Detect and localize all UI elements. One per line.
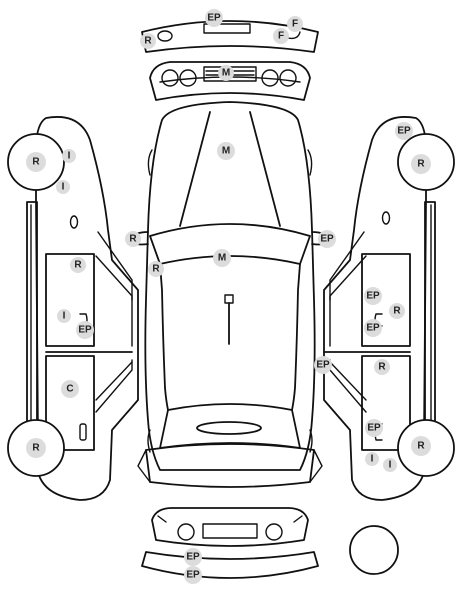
svg-text:R: R	[144, 36, 152, 47]
svg-text:R: R	[32, 157, 40, 168]
svg-text:I: I	[62, 182, 65, 193]
marker-right-rear-wheel-r: R	[411, 436, 431, 456]
svg-text:I: I	[68, 151, 71, 162]
marker-right-bpillar-ep: EP	[314, 356, 332, 374]
svg-text:F: F	[292, 19, 298, 30]
car-top-view	[127, 101, 333, 471]
svg-text:R: R	[417, 159, 425, 170]
svg-text:EP: EP	[207, 13, 221, 24]
svg-text:I: I	[63, 311, 66, 322]
marker-left-front-door-ep: EP	[76, 321, 94, 339]
marker-right-front-door-ep2: EP	[364, 319, 382, 337]
rear-view	[151, 507, 309, 547]
svg-text:R: R	[393, 306, 401, 317]
left-side-view	[7, 116, 139, 501]
marker-front-bumper-f2: F	[273, 28, 289, 44]
svg-text:EP: EP	[397, 126, 411, 137]
marker-left-front-wheel-r: R	[26, 152, 46, 172]
svg-text:EP: EP	[186, 570, 200, 581]
marker-grille-m: M	[218, 65, 234, 81]
marker-front-bumper-ep: EP	[205, 9, 223, 27]
marker-left-rear-wheel-r: R	[26, 438, 46, 458]
marker-right-front-door-ep1: EP	[364, 287, 382, 305]
svg-text:R: R	[74, 260, 82, 271]
svg-text:EP: EP	[320, 234, 334, 245]
marker-left-front-wheel-i2: I	[56, 180, 70, 194]
marker-front-bumper-f1: F	[287, 16, 303, 32]
marker-left-front-wheel-i1: I	[62, 149, 76, 163]
marker-right-rear-quarter-ep: EP	[365, 419, 383, 437]
svg-text:R: R	[129, 234, 137, 245]
svg-text:M: M	[222, 146, 230, 157]
spare-tire	[349, 525, 399, 575]
svg-text:EP: EP	[186, 552, 200, 563]
svg-text:EP: EP	[78, 325, 92, 336]
svg-text:F: F	[278, 31, 284, 42]
svg-text:M: M	[222, 68, 230, 79]
marker-left-mirror-r: R	[125, 231, 141, 247]
marker-hood-m: M	[217, 142, 235, 160]
marker-left-front-door-r: R	[70, 257, 86, 273]
marker-right-mirror-ep: EP	[318, 230, 336, 248]
marker-right-rear-door-r: R	[374, 359, 390, 375]
svg-text:R: R	[152, 264, 160, 275]
right-side-view	[323, 116, 455, 501]
marker-right-rear-wheel-i1: I	[365, 452, 379, 466]
svg-text:EP: EP	[366, 291, 380, 302]
trunk-lid	[137, 443, 323, 488]
svg-text:I: I	[371, 454, 374, 465]
marker-front-bumper-r: R	[140, 33, 156, 49]
marker-right-rear-wheel-i2: I	[383, 458, 397, 472]
marker-left-rear-door-c: C	[61, 380, 79, 398]
marker-windshield-left-r: R	[148, 261, 164, 277]
svg-text:EP: EP	[316, 360, 330, 371]
svg-text:EP: EP	[367, 423, 381, 434]
marker-rear-bumper-ep1: EP	[184, 548, 202, 566]
marker-roof-m: M	[213, 249, 231, 267]
marker-left-front-door-i: I	[57, 309, 71, 323]
rear-bumper-view	[141, 551, 319, 579]
front-bumper-view	[141, 20, 319, 53]
marker-right-fender-ep: EP	[395, 122, 413, 140]
marker-right-front-door-r: R	[389, 303, 405, 319]
svg-text:R: R	[417, 441, 425, 452]
svg-text:I: I	[389, 460, 392, 471]
svg-text:M: M	[218, 253, 226, 264]
svg-text:R: R	[32, 443, 40, 454]
marker-rear-bumper-ep2: EP	[184, 566, 202, 584]
svg-text:EP: EP	[366, 323, 380, 334]
marker-right-front-wheel-r: R	[411, 154, 431, 174]
svg-text:R: R	[378, 362, 386, 373]
svg-text:C: C	[66, 384, 73, 395]
